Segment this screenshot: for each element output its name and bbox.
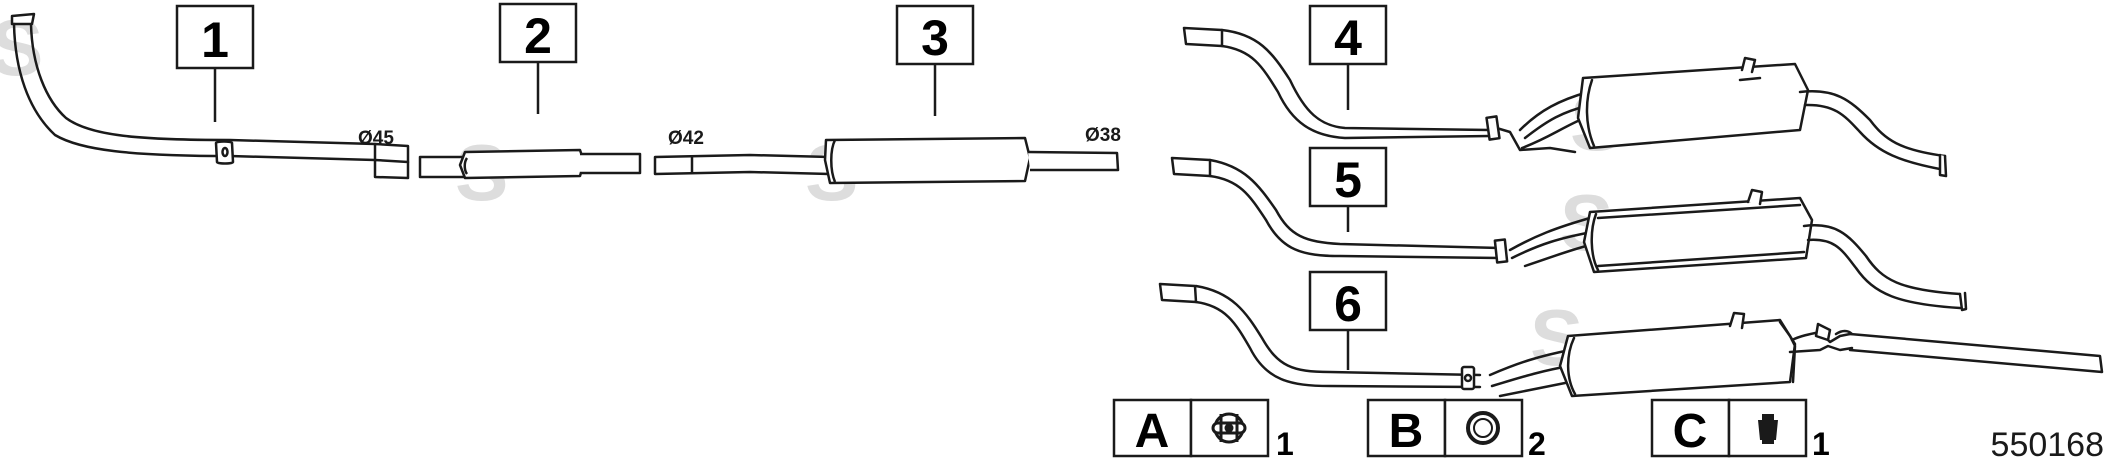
callout-4: 4 bbox=[1308, 4, 1388, 110]
part-2-center-silencer bbox=[418, 148, 642, 180]
callout-3: 3 bbox=[895, 4, 975, 116]
accessory-c: C 1 bbox=[1650, 398, 1830, 462]
callout-6: 6 bbox=[1308, 270, 1388, 370]
callout-label: 5 bbox=[1334, 152, 1362, 208]
part-5-rear-silencer bbox=[1170, 156, 1968, 312]
accessory-qty: 1 bbox=[1812, 426, 1830, 462]
diameter-labels: Ø45 Ø42 Ø38 bbox=[358, 125, 1121, 149]
accessory-qty: 2 bbox=[1528, 426, 1546, 462]
diameter-38-label: Ø38 bbox=[1085, 125, 1121, 146]
callout-label: 1 bbox=[201, 12, 229, 68]
part-1-front-pipe bbox=[10, 12, 410, 180]
callout-label: 4 bbox=[1334, 10, 1362, 66]
rubber-mount-icon bbox=[1758, 414, 1778, 444]
accessory-letter: A bbox=[1135, 405, 1170, 458]
callouts: 1 2 3 4 5 6 bbox=[175, 2, 1388, 370]
callout-2: 2 bbox=[498, 2, 578, 114]
part-4-rear-silencer bbox=[1182, 26, 1948, 178]
part-3-silencer bbox=[653, 136, 1120, 185]
callout-label: 6 bbox=[1334, 276, 1362, 332]
exhaust-hanger-icon bbox=[1211, 412, 1247, 444]
accessory-b: B 2 bbox=[1366, 398, 1546, 462]
callout-1: 1 bbox=[175, 4, 255, 122]
accessory-a: A 1 bbox=[1112, 398, 1294, 462]
diameter-45-label: Ø45 bbox=[358, 128, 394, 149]
accessories: A 1 B 2 C bbox=[1112, 398, 1830, 462]
accessory-letter: B bbox=[1389, 405, 1424, 458]
callout-5: 5 bbox=[1308, 146, 1388, 232]
part-6-rear-silencer bbox=[1158, 282, 2104, 398]
callout-label: 2 bbox=[524, 8, 552, 64]
callout-label: 3 bbox=[921, 10, 949, 66]
accessory-qty: 1 bbox=[1276, 426, 1294, 462]
diameter-42-label: Ø42 bbox=[668, 128, 704, 149]
accessory-letter: C bbox=[1673, 405, 1708, 458]
rubber-ring-icon bbox=[1466, 411, 1500, 445]
reference-number: 550168 bbox=[1991, 426, 2104, 464]
